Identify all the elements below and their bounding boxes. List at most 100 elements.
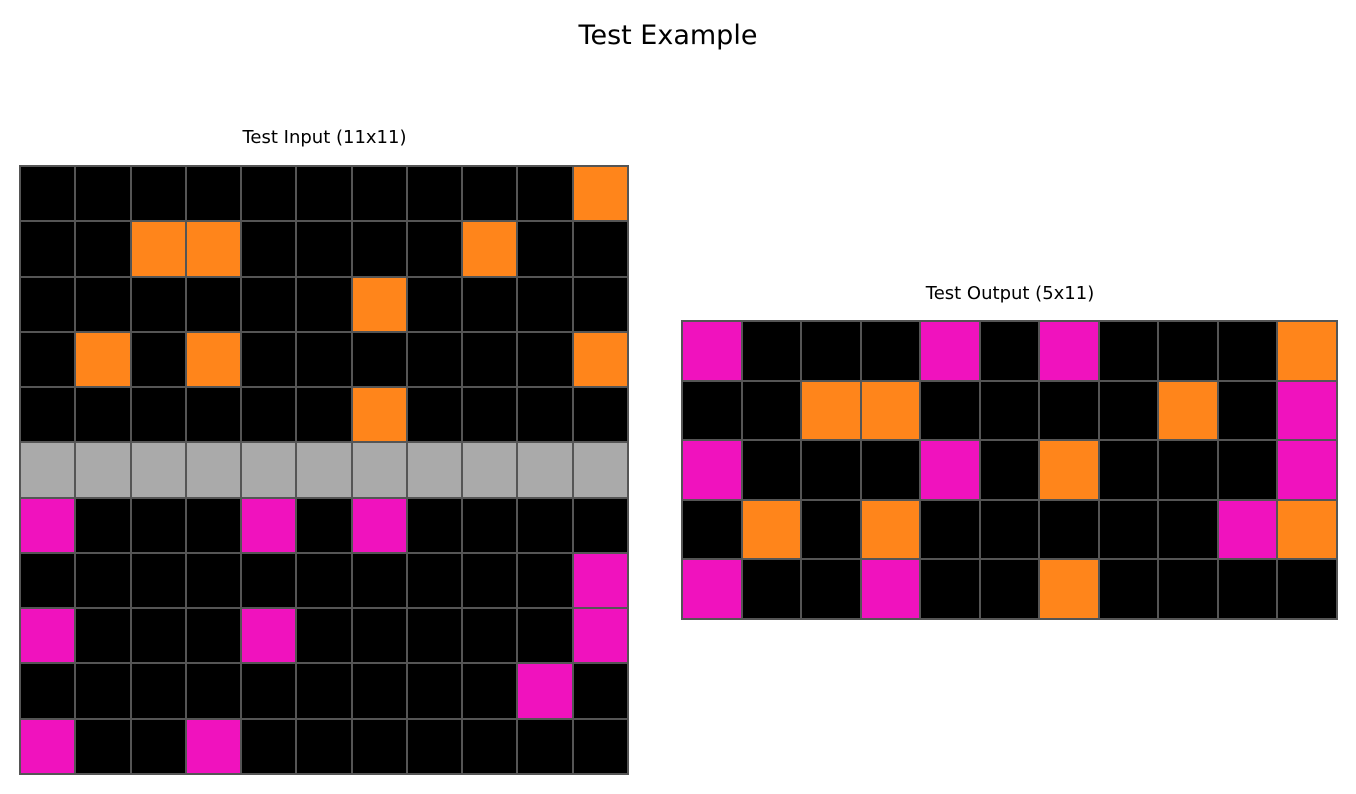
output-cell xyxy=(1040,322,1098,380)
output-cell xyxy=(1159,441,1217,499)
input-cell xyxy=(186,277,241,331)
input-grid xyxy=(19,165,629,775)
output-cell xyxy=(1159,381,1217,440)
output-cell xyxy=(1159,500,1217,559)
input-cell xyxy=(407,443,462,497)
input-cell xyxy=(21,664,75,718)
input-cell xyxy=(131,388,185,442)
input-cell xyxy=(518,719,572,773)
input-cell xyxy=(131,443,185,497)
input-cell xyxy=(352,609,406,663)
input-cell xyxy=(573,553,627,608)
input-cell xyxy=(518,498,572,552)
input-cell xyxy=(573,443,627,497)
input-cell xyxy=(518,664,572,718)
input-cell xyxy=(21,609,75,663)
input-cell xyxy=(407,664,462,718)
input-cell xyxy=(407,498,462,552)
input-cell xyxy=(407,388,462,442)
output-cell xyxy=(683,441,741,499)
output-cell xyxy=(802,500,860,559)
input-cell xyxy=(407,277,462,331)
output-cell xyxy=(921,381,979,440)
input-cell xyxy=(352,719,406,773)
input-cell xyxy=(76,443,130,497)
input-cell xyxy=(297,498,351,552)
input-cell xyxy=(297,222,351,276)
input-cell xyxy=(21,222,75,276)
input-cell xyxy=(573,664,627,718)
input-cell xyxy=(131,719,185,773)
output-cell xyxy=(1040,441,1098,499)
input-cell xyxy=(76,277,130,331)
input-cell xyxy=(242,664,296,718)
output-cell xyxy=(921,322,979,380)
output-cell xyxy=(1099,322,1158,380)
input-cell xyxy=(352,443,406,497)
output-cell xyxy=(742,322,801,380)
input-cell xyxy=(131,498,185,552)
input-cell xyxy=(352,388,406,442)
output-cell xyxy=(802,560,860,618)
input-cell xyxy=(131,332,185,387)
output-cell xyxy=(1159,560,1217,618)
output-cell xyxy=(742,500,801,559)
output-cell xyxy=(683,322,741,380)
output-cell xyxy=(1218,381,1277,440)
input-cell xyxy=(297,388,351,442)
output-cell xyxy=(683,500,741,559)
output-cell xyxy=(861,322,920,380)
input-cell xyxy=(352,498,406,552)
input-cell xyxy=(186,664,241,718)
input-cell xyxy=(297,332,351,387)
output-cell xyxy=(1099,560,1158,618)
input-cell xyxy=(463,222,517,276)
input-cell xyxy=(463,443,517,497)
output-cell xyxy=(802,322,860,380)
output-cell xyxy=(1278,500,1336,559)
output-cell xyxy=(1278,322,1336,380)
output-cell xyxy=(861,381,920,440)
input-cell xyxy=(76,167,130,221)
output-cell xyxy=(980,560,1039,618)
output-cell xyxy=(1278,381,1336,440)
input-cell xyxy=(407,222,462,276)
input-cell xyxy=(573,719,627,773)
input-cell xyxy=(76,664,130,718)
input-cell xyxy=(463,719,517,773)
input-cell xyxy=(76,719,130,773)
input-panel-title: Test Input (11x11) xyxy=(242,127,407,148)
output-cell xyxy=(921,560,979,618)
input-cell xyxy=(407,332,462,387)
input-cell xyxy=(518,609,572,663)
input-cell xyxy=(76,332,130,387)
output-cell xyxy=(861,560,920,618)
input-cell xyxy=(242,443,296,497)
input-cell xyxy=(518,277,572,331)
input-cell xyxy=(573,388,627,442)
input-cell xyxy=(407,553,462,608)
input-cell xyxy=(186,388,241,442)
input-cell xyxy=(407,719,462,773)
output-cell xyxy=(980,381,1039,440)
input-cell xyxy=(242,277,296,331)
input-cell xyxy=(186,609,241,663)
input-cell xyxy=(297,443,351,497)
input-cell xyxy=(131,553,185,608)
output-cell xyxy=(1040,500,1098,559)
output-cell xyxy=(1099,500,1158,559)
input-cell xyxy=(463,277,517,331)
figure-title: Test Example xyxy=(578,20,758,51)
input-cell xyxy=(186,167,241,221)
input-cell xyxy=(76,388,130,442)
output-panel-title: Test Output (5x11) xyxy=(925,283,1095,304)
input-cell xyxy=(463,664,517,718)
input-cell xyxy=(21,332,75,387)
input-cell xyxy=(297,719,351,773)
output-cell xyxy=(1218,560,1277,618)
input-cell xyxy=(573,609,627,663)
input-cell xyxy=(573,498,627,552)
input-cell xyxy=(463,388,517,442)
output-cell xyxy=(921,500,979,559)
input-cell xyxy=(76,498,130,552)
